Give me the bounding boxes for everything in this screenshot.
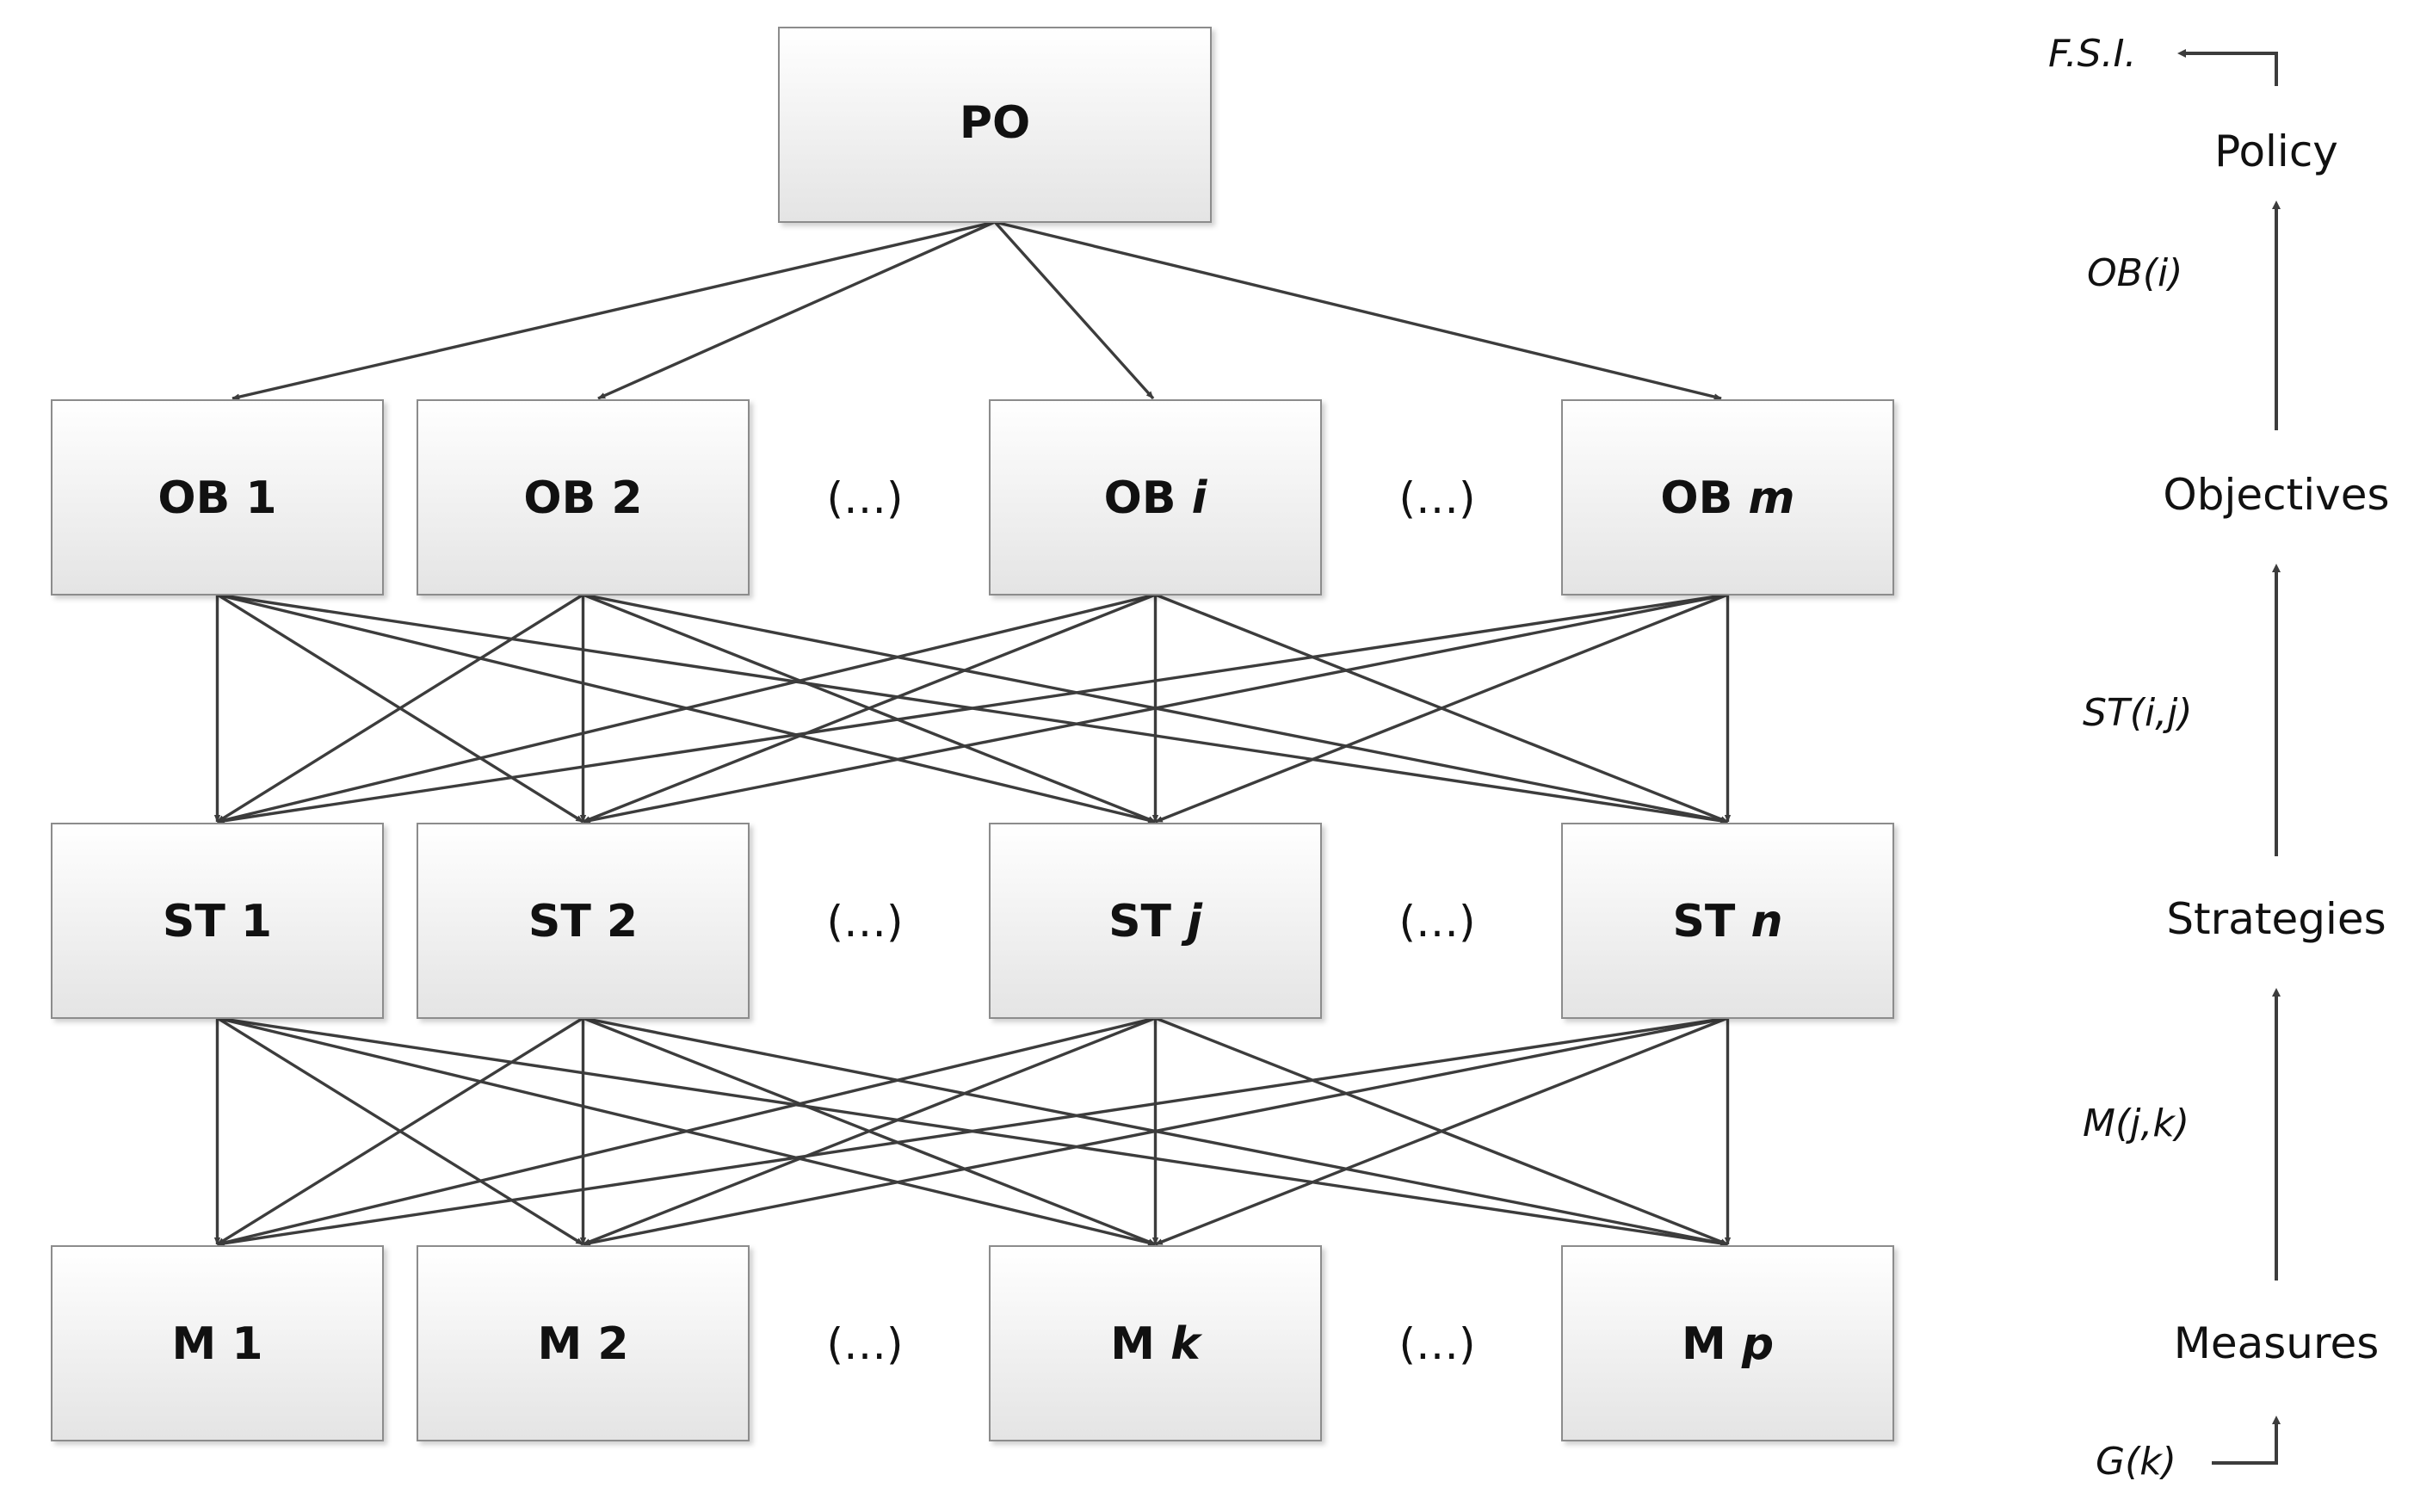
measures-node-1: M 1 [51, 1245, 384, 1441]
measures-node-2: M 2 [417, 1245, 750, 1441]
strategies-node-label: ST 1 [163, 896, 272, 947]
objectives-node-label: OB 2 [523, 472, 642, 524]
measures-node-3: M k [989, 1245, 1322, 1441]
ellipsis-strategies-1: (…) [826, 897, 903, 947]
edge-strategies-2-to-measures-1 [216, 1016, 584, 1246]
strategies-node-label: ST n [1672, 896, 1782, 947]
strategies-node-1: ST 1 [51, 823, 384, 1019]
measures-node-label: M 2 [537, 1318, 628, 1370]
ellipsis-objectives-1: (…) [826, 473, 903, 523]
edge-po-to-ob-1 [232, 220, 996, 400]
hierarchy-nodes: OB 1 OB 2 OB i OB m ST 1 ST 2 ST j ST n M 1 M 2 M … [51, 399, 1894, 1441]
edge-objectives-2-to-strategies-1 [216, 593, 584, 824]
measures-node-label: M 1 [171, 1318, 262, 1370]
edge-objectives-4-to-strategies-3 [1154, 593, 1729, 824]
objectives-node-2: OB 2 [417, 399, 750, 596]
ellipsis-measures-1: (…) [826, 1319, 903, 1369]
measures-node-label: M p [1682, 1318, 1774, 1370]
side-flow-panel: F.S.I. Policy OB(i) Objectives ST(i,j) S… [2048, 32, 2390, 1484]
edge-po-to-ob-3 [993, 220, 1155, 400]
g-input-label: G(k) [2096, 1440, 2176, 1484]
strategies-node-4: ST n [1561, 823, 1894, 1019]
ellipsis-strategies-2: (…) [1398, 897, 1475, 947]
objectives-node-4: OB m [1561, 399, 1894, 596]
policy-node: PO [778, 27, 1212, 223]
policy-level-label: Policy [2214, 127, 2338, 176]
ellipsis-objectives-2: (…) [1398, 473, 1475, 523]
connection-edges [213, 220, 1732, 1247]
st-flow-label: ST(i,j) [2083, 691, 2193, 735]
measures-level-label: Measures [2174, 1318, 2380, 1368]
g-input-arrow [2212, 1416, 2281, 1465]
edge-objectives-4-to-strategies-1 [216, 593, 1728, 824]
fsi-output-label: F.S.I. [2048, 32, 2137, 76]
strategies-node-2: ST 2 [417, 823, 750, 1019]
fsi-output-arrow [2177, 49, 2278, 86]
edge-po-to-ob-2 [597, 220, 996, 400]
ob-flow-label: OB(i) [2087, 251, 2182, 295]
edge-strategies-4-to-measures-3 [1154, 1016, 1729, 1246]
m-flow-label: M(j,k) [2083, 1102, 2189, 1145]
objectives-level-label: Objectives [2163, 470, 2389, 520]
strategies-level-label: Strategies [2166, 894, 2386, 944]
objectives-node-label: OB i [1104, 472, 1208, 524]
strategies-node-3: ST j [989, 823, 1322, 1019]
measures-node-4: M p [1561, 1245, 1894, 1441]
ellipsis-markers: (…) (…) (…) (…) (…) (…) [826, 473, 1475, 1369]
policy-node-label: PO [960, 97, 1030, 149]
strategies-node-label: ST j [1108, 896, 1203, 947]
objectives-node-label: OB 1 [157, 472, 276, 524]
edge-strategies-3-to-measures-1 [216, 1016, 1156, 1246]
edge-strategies-4-to-measures-2 [582, 1016, 1728, 1247]
objectives-node-label: OB m [1660, 472, 1794, 524]
ellipsis-measures-2: (…) [1398, 1319, 1475, 1369]
edge-strategies-3-to-measures-2 [582, 1016, 1157, 1246]
measures-node-label: M k [1110, 1318, 1203, 1370]
edge-strategies-4-to-measures-1 [216, 1016, 1728, 1247]
edge-po-to-ob-4 [994, 220, 1722, 400]
objectives-node-1: OB 1 [51, 399, 384, 596]
edge-objectives-3-to-strategies-1 [216, 593, 1156, 824]
strategies-node-label: ST 2 [528, 896, 638, 947]
objectives-node-3: OB i [989, 399, 1322, 596]
edge-objectives-3-to-strategies-2 [582, 593, 1157, 824]
edge-objectives-4-to-strategies-2 [582, 593, 1728, 824]
